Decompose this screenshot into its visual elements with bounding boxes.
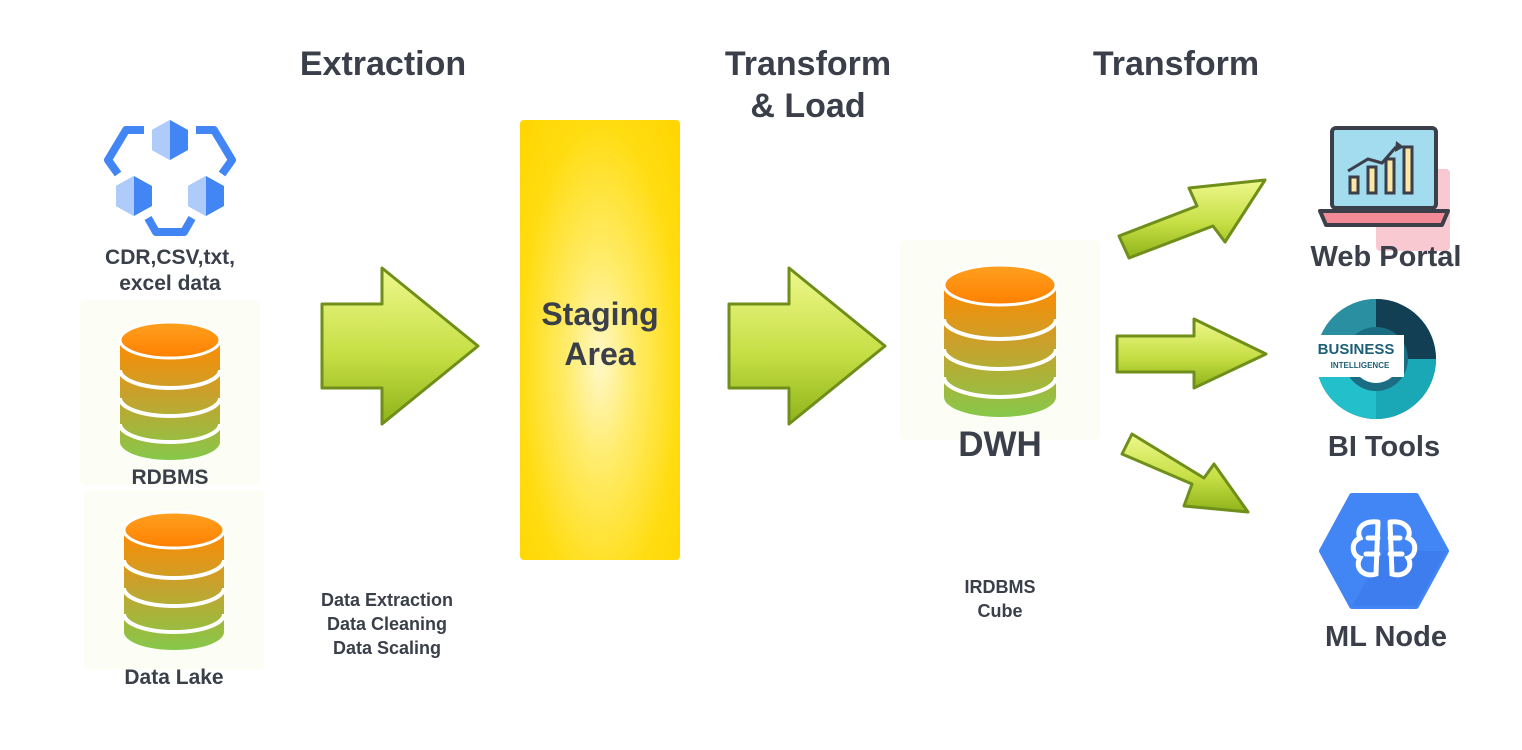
business-intelligence-wheel-icon: BUSINESS INTELLIGENCE — [1312, 299, 1436, 419]
extraction-steps: Data Extraction Data Cleaning Data Scali… — [292, 588, 482, 660]
bi-logo-intelligence-text: INTELLIGENCE — [1331, 361, 1390, 370]
arrow-to-web-portal-icon — [1117, 178, 1267, 260]
output-ml-node-label: ML Node — [1325, 621, 1447, 653]
hexagon-cluster-icon — [104, 120, 236, 236]
staging-area-label-line2: Area — [564, 336, 636, 372]
brain-hexagon-icon — [1319, 493, 1449, 609]
heading-transform-load-line2: & Load — [750, 87, 866, 125]
transform-load-arrow-icon — [727, 266, 887, 426]
source-files-label-line1: CDR,CSV,txt, — [105, 246, 235, 269]
dwh-sublabel-line2: Cube — [977, 601, 1023, 621]
staging-area: Staging Area — [520, 120, 680, 560]
dwh-database-icon — [942, 263, 1058, 417]
source-files-label: CDR,CSV,txt, excel data — [80, 245, 260, 297]
output-web-portal-label: Web Portal — [1310, 241, 1462, 273]
heading-transform-load-line1: Transform — [724, 45, 892, 83]
heading-transform: Transform — [1092, 45, 1260, 83]
heading-transform-load: Transform & Load — [698, 43, 918, 127]
rdbms-database-icon — [118, 320, 222, 460]
bi-logo-business-text: BUSINESS — [1318, 341, 1395, 358]
staging-area-label: Staging Area — [520, 294, 680, 374]
source-rdbms-label: RDBMS — [131, 466, 209, 489]
dwh-sublabel-line1: IRDBMS — [964, 577, 1036, 597]
datalake-database-icon — [122, 510, 226, 650]
dwh-sublabel: IRDBMS Cube — [900, 575, 1100, 623]
extraction-arrow-icon — [320, 266, 480, 426]
laptop-chart-icon — [1318, 126, 1450, 251]
source-files-label-line2: excel data — [119, 272, 221, 295]
extraction-step-3: Data Scaling — [332, 638, 442, 658]
arrow-to-bi-tools-icon — [1115, 317, 1268, 390]
source-datalake-label: Data Lake — [124, 666, 224, 689]
dwh-label: DWH — [958, 425, 1042, 464]
extraction-step-2: Data Cleaning — [326, 614, 448, 634]
extraction-step-1: Data Extraction — [320, 590, 454, 610]
arrow-to-ml-node-icon — [1120, 432, 1250, 514]
output-bi-tools-label: BI Tools — [1327, 431, 1441, 463]
heading-extraction: Extraction — [299, 45, 467, 83]
staging-area-label-line1: Staging — [541, 296, 659, 332]
